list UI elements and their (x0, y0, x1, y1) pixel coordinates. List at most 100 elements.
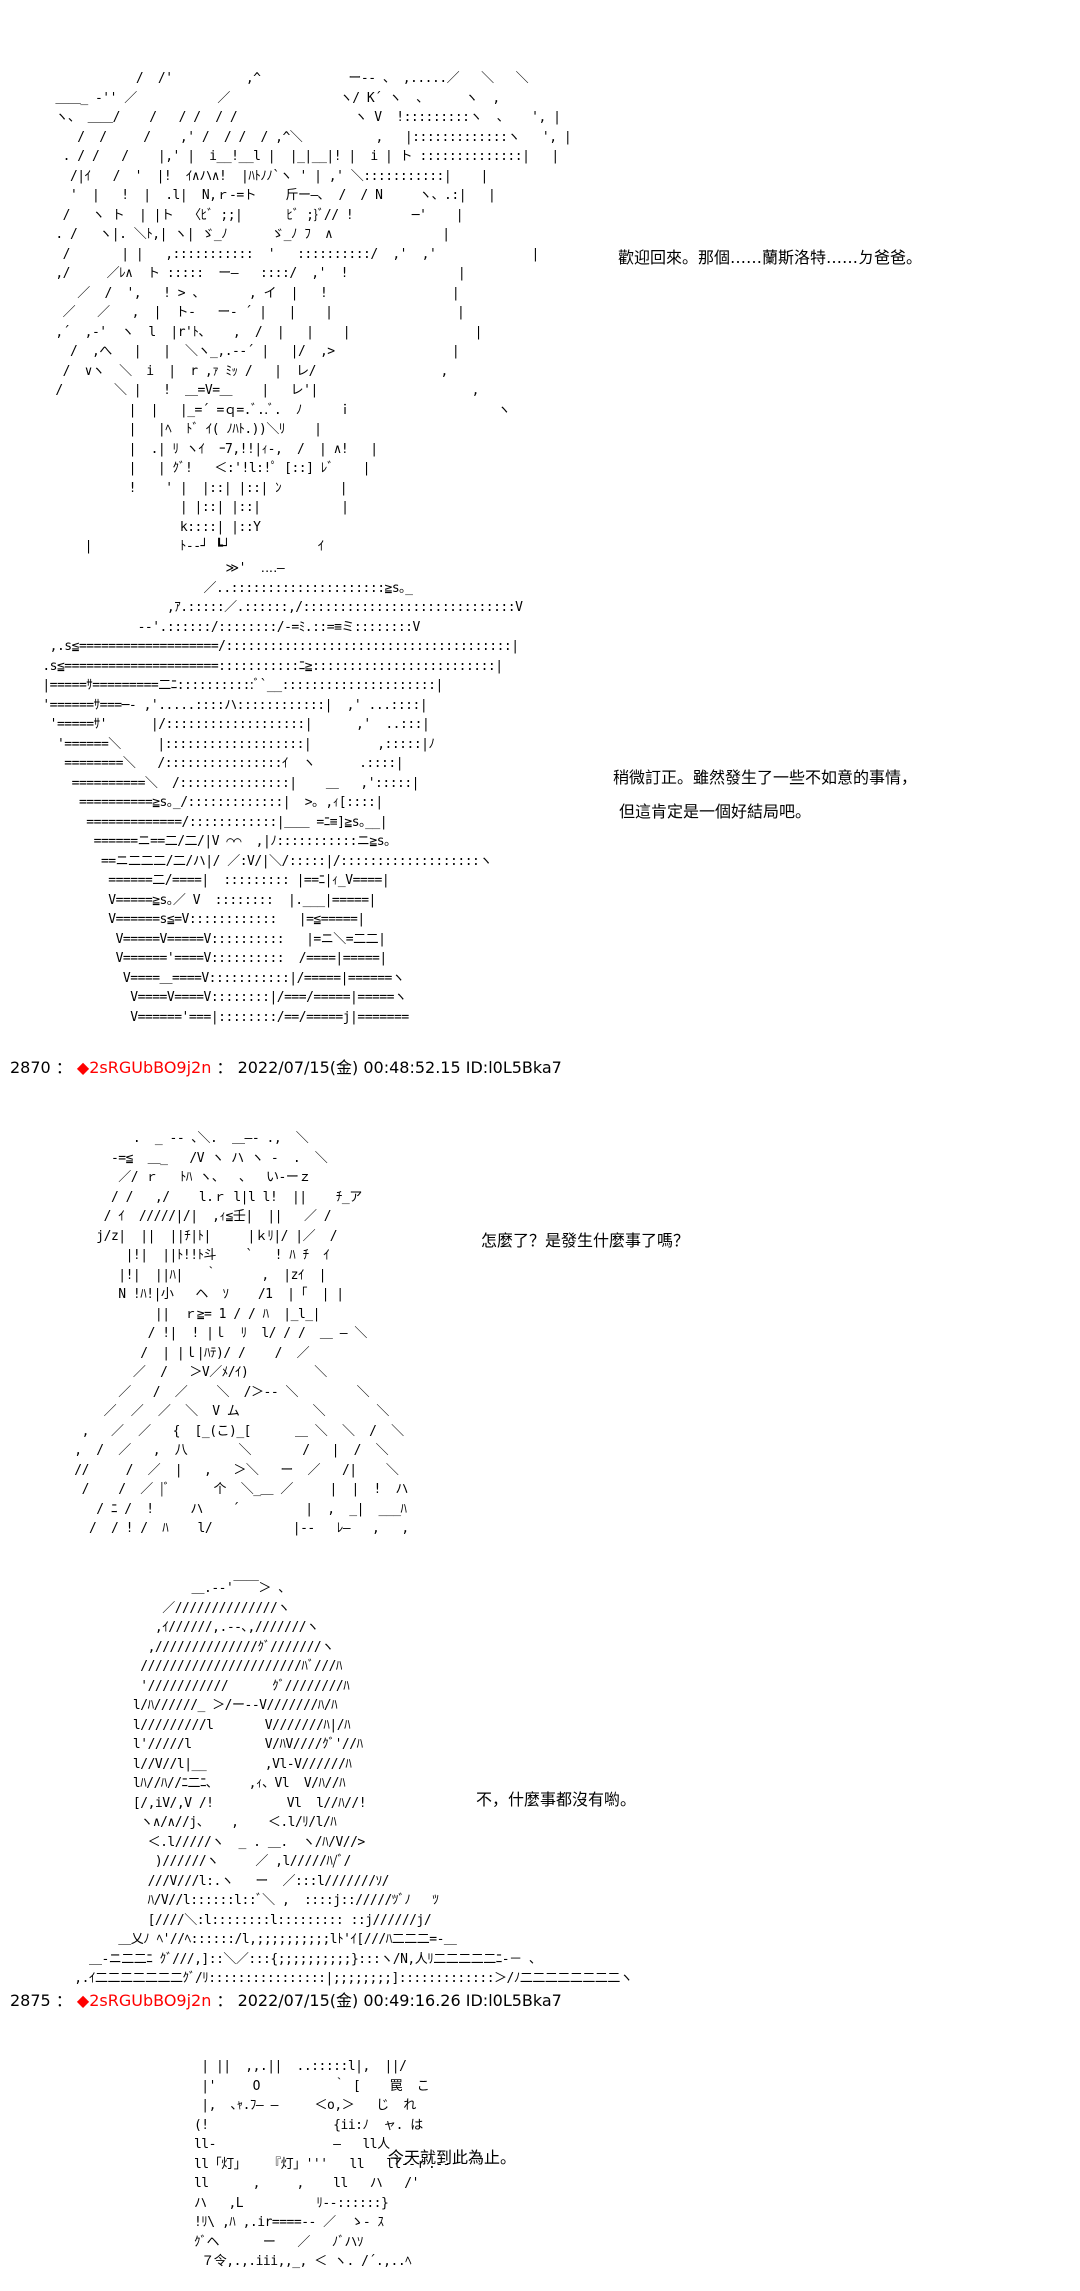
ascii-art-line: l/ﾊ//////_ ＞/ー-‐V///////ﾊ/ﾊ (45, 1698, 338, 1713)
ascii-art-line: ｸﾞヘ ー ／ ﾉﾞハｿ (150, 2234, 363, 2250)
ascii-art-line: ,ｲ//////,.-‐､,///////ヽ (45, 1620, 319, 1635)
ascii-art-line: ==========≧s｡_/:::::::::::::| >｡ ,ｨ[::::… (35, 795, 383, 810)
ascii-art-line: l'/////l V/ﾊV////ｸﾞ'//ﾊ (45, 1737, 363, 1752)
ascii-art-line: ＜.l/////ヽ _ . ＿. ヽ/ﾊ/V//> (45, 1834, 366, 1850)
post-datetime: 2022/07/15(金) 00:48:52.15 (237, 1058, 461, 1077)
dialogue-line: 不，什麼事都沒有喲。 (476, 1790, 637, 1809)
dialogue-5: 今天就到此為止。 (388, 2144, 516, 2172)
post-id: ID:l0L5Bka7 (465, 1991, 562, 2010)
ascii-art-line: / / / ,' / / / / ,^＼ , |:::::::::::::ヽ '… (48, 129, 572, 145)
ascii-art-line: | ﾄ-‐┘ ┗┘ ｲ (48, 539, 325, 554)
ascii-art-line: || ｒ≧= 1 / / ﾊ |_l_| (45, 1306, 321, 1322)
ascii-art-line: ／ / ＞V／ﾒ/ｲ) ＼ (45, 1365, 327, 1380)
ascii-art-line: l//V//l|__ ,Vl-V//////ﾊ (45, 1756, 352, 1772)
ascii-art-line: V======s≦=V:::::::::::: |=≦=====| (35, 912, 365, 927)
ascii-art-line: ll「灯」 『灯」''' ll ll--ｒ.-- (150, 2156, 451, 2172)
ascii-art-line: ,´ ,-' ヽ l |r'ﾄ、 , / | | | | (48, 324, 482, 340)
ascii-art-lines: ＿.-‐'￣￣＞ 、 ／//////////////ヽ ,ｲ//////,.-‐… (45, 1579, 633, 1989)
ascii-art-panel-4: ＿.-‐'￣￣＞ 、 ／//////////////ヽ ,ｲ//////,.-‐… (45, 1540, 633, 2008)
ascii-art-line: / ∨ヽ ＼ i | r ,ｧ ﾐｯ / | レ/ , (48, 363, 449, 379)
ascii-art-line: ==========＼ /:::::::::::::::| ＿ ,':::::| (35, 775, 420, 791)
ascii-art-line: / ＼ | ! ＿=V=＿ | レ'| , (48, 383, 479, 398)
poster-trip: ◆2sRGUbBO9j2n (76, 1058, 212, 1077)
ascii-art-lines: . _ -‐ ､＼. ＿―‐ ., ＼ -=≦ ＿_ /V ヽ ハ ヽ - . … (45, 1129, 409, 1539)
separator: ： (216, 1058, 233, 1077)
ascii-art-line: ========＼ /::::::::::::::::ｲ ヽ .::::| (35, 756, 404, 771)
ascii-art-line: ／//////////////ヽ (45, 1600, 290, 1616)
ascii-art-line: |=====ｻ=========二ﾆ:::::::::::ﾞ`__:::::::… (35, 678, 443, 693)
ascii-art-line: ／/ ｒ ﾄﾊ ヽ、 、 い‐ーｚ (45, 1170, 311, 1185)
dialogue-line: 歡迎回來。那個……蘭斯洛特……ㄉ爸爸。 (618, 248, 923, 267)
ascii-art-line: / ,へ | | ＼ヽ_,.-‐´ | |/ ,> | (48, 344, 460, 359)
ascii-art-panel-3: . _ -‐ ､＼. ＿―‐ ., ＼ -=≦ ＿_ /V ヽ ハ ヽ - . … (45, 1090, 409, 1558)
ascii-art-line: ヽ、 ＿＿/ / / / / / ヽ V !:::::::::ヽ 、 ', | (48, 110, 561, 125)
dialogue-line: 稍微訂正。雖然發生了一些不如意的事情， (613, 768, 918, 787)
ascii-art-line: / ﾆ / ! ハ ´ | , _| ___ﾊ (45, 1501, 407, 1517)
ascii-art-line: ／..:::::::::::::::::::::≧s｡_ (35, 580, 414, 596)
ascii-art-line: )//////ヽ ／ ,l/////ﾊ/ﾞ/ (45, 1854, 351, 1869)
ascii-art-line: / ヽ ト | |ト 〈ﾋﾞ ;;| ﾋﾞ ;}ﾞ// ! ─' | (48, 207, 464, 223)
ascii-art-line: '=====ｻ' |/:::::::::::::::::::| ,' ..:::… (35, 717, 430, 732)
ascii-art-line: ======二/====| ::::::::: |==ﾆ|ｨ_V====| (35, 873, 390, 888)
ascii-art-lines: / /' ,^ ー‐- 、 ,.....／ ＼ ＼ ＿＿_ -'' ／ ／ ヽ/… (48, 69, 571, 557)
ascii-art-line: |, ､ｬ.ﾌ― ― ＜o,＞ じ れ (150, 2098, 416, 2113)
ascii-art-line: k::::| |::Y (48, 519, 261, 535)
ascii-art-line: ／ ／ , | ト- ー- ´ | | | | (48, 305, 465, 320)
ascii-art-line: .s≦=====================:::::::::::ﾆ≧:::… (35, 658, 503, 674)
post-number[interactable]: 2870 (10, 1058, 51, 1077)
ascii-art-line: ==ニ二二二/二/ハ|/ ／:V/|＼/:::::|/:::::::::::::… (35, 853, 492, 869)
ascii-art-line: /|ｲ / ' |! ｲ∧ハ∧! |ﾊﾄﾉﾉ`ヽ ' | ,' ＼:::::::… (48, 168, 488, 184)
ascii-art-line: | |::| |::| | (48, 500, 349, 515)
ascii-art-line: / / ,/ l.ｒ l|l l! || ﾁ_ア (45, 1189, 362, 1205)
ascii-art-panel-1: / /' ,^ ー‐- 、 ,.....／ ＼ ＼ ＿＿_ -'' ／ ／ ヽ/… (48, 30, 571, 576)
ascii-art-line: ,.s≦===================/::::::::::::::::… (35, 639, 519, 654)
post-number[interactable]: 2875 (10, 1991, 51, 2010)
ascii-art-line: V======'====V:::::::::: /====|=====| (35, 951, 388, 966)
ascii-art-line: | | ｸﾞ! ＜:'!l:!ﾟ [::] ﾚﾞ | (48, 461, 371, 476)
ascii-art-line: / | |ｌ|ﾊﾃ)/ / / ／ (45, 1345, 310, 1361)
ascii-art-line: ＿＿_ -'' ／ ／ ヽ/ K´ ヽ 、 ヽ , (48, 90, 500, 106)
post-header: 2870 ： ◆2sRGUbBO9j2n ： 2022/07/15(金) 00:… (10, 1054, 562, 1078)
separator: ： (216, 1991, 233, 2010)
ascii-art-line: -‐'.::::::/::::::::/‐=ﾐ.::=≡ミ::::::::V (35, 619, 421, 635)
ascii-art-line: / / ! / ﾊ l/ |‐‐ ﾚ― , , (45, 1521, 409, 1536)
ascii-art-line: / / ／ |ﾞ 个 ＼_＿ ／ | | ! ハ (45, 1482, 409, 1497)
ascii-art-line: lﾊ//ﾊ//ﾆ二ﾆ､ ,ｨ、Vl V/ﾊ//ﾊ (45, 1776, 346, 1791)
ascii-art-line: . / / / |,' | i__!__l | |_|__|! | i | ト … (48, 149, 560, 164)
ascii-art-line: ll- ― ll人 (150, 2137, 390, 2152)
ascii-art-line: ＿.-‐'￣￣＞ 、 (45, 1581, 292, 1596)
dialogue-line: 怎麼了？是發生什麼事了嗎？ (481, 1231, 690, 1250)
post-datetime: 2022/07/15(金) 00:49:16.26 (237, 1991, 461, 2010)
ascii-art-line: V====V====V::::::::|/===/=====|=====ヽ (35, 990, 407, 1005)
dialogue-1: 歡迎回來。那個……蘭斯洛特……ㄉ爸爸。 (618, 244, 922, 272)
ascii-art-line: |!| ||ﾊ| ｀ , |zｲ | (45, 1267, 326, 1283)
ascii-art-line: ,/ ／ﾚ∧ ト ::::: ー― ::::/ ,' ! | (48, 266, 466, 281)
ascii-art-line: | .| ﾘ ヽｲ ｰ7,!!|ｨ‐, / | ∧! | (48, 441, 379, 457)
separator: ： (55, 1058, 72, 1077)
ascii-art-line: ヽ∧/∧//j、 , ＜.l/ﾘ/l/ﾊ (45, 1815, 337, 1830)
ascii-art-line: ／ ／ ／ ＼ V ム ＼ ＼ (45, 1404, 390, 1419)
dialogue-4: 不，什麼事都沒有喲。 (476, 1786, 636, 1814)
ascii-art-line: !ﾘ\ ,ﾊ ,.ir====-‐ ／ ゝ‐ ｽ (150, 2215, 384, 2230)
ascii-art-line: =============/::::::::::::|＿＿ =ﾆ≡]≧s｡__| (35, 814, 388, 830)
ascii-art-line: //////////////////////ﾊﾞ///ﾊ (45, 1659, 342, 1674)
ascii-art-line: ﾊ/V//l::::::l::ﾞ＼ , ::::j:://///ﾂﾞﾉ ﾂ (45, 1893, 439, 1908)
ascii-art-line: j/z| || ||ﾁ|ﾄ| |ｋﾘ|/ |／ / (45, 1228, 338, 1244)
ascii-art-line: ======ニ==二/二/|V ⌒⌒ ,|ﾉ:::::::::::ニ≧s｡ (35, 834, 391, 849)
ascii-art-line: |' O ｀ [ 罠 こ (150, 2078, 430, 2094)
ascii-art-line: '/////////// ｸﾞ////////ﾊ (45, 1678, 350, 1694)
ascii-art-line: ,.ｲ二二二二二二二ｸﾞ/ﾘ::::::::::::::::|;;;;;;;;]… (45, 1971, 633, 1986)
ascii-art-line: '======ｻ===─‐ ,'.....::::ハ::::::::::::| … (35, 697, 428, 713)
separator: ： (55, 1991, 72, 2010)
ascii-art-line: . / ヽ|. ＼ﾄ,| ヽ| ゞ_ﾉ ゞ_ﾉ ﾌ ∧ | (48, 227, 450, 242)
dialogue-3: 怎麼了？是發生什麼事了嗎？ (481, 1227, 689, 1255)
ascii-art-line: / !| ! |ｌ ﾘ l/ / / ＿ ― ＼ (45, 1326, 368, 1341)
ascii-art-line: '======＼ |:::::::::::::::::::| ,:::::|ﾉ (35, 736, 435, 752)
ascii-art-panel-2: ≫' ‥‥― ／..:::::::::::::::::::::≧s｡_ ,ｱ.:… (35, 520, 523, 1047)
ascii-art-line: ' | ! | .l| N,ｒ‐=ト 斤ー―､ / / N ヽ、.:| | (48, 188, 496, 203)
ascii-art-line: ７令,.,.iii,,_, ＜ ヽ. /´.,..ﾍ (150, 2254, 412, 2269)
ascii-art-line: ハ ,L ﾘ-‐::::::} (150, 2195, 389, 2211)
ascii-art-line: V=====V=====V:::::::::: |=ニ＼=二二| (35, 931, 386, 947)
ascii-art-line: ＿‐ニ二二ﾆ ｸﾞ///,]::＼／:::{;;;;;;;;;;}:::ヽ/N,… (45, 1951, 542, 1967)
ascii-art-line: ! ' | |::| |::| ﾝ | (48, 480, 348, 496)
